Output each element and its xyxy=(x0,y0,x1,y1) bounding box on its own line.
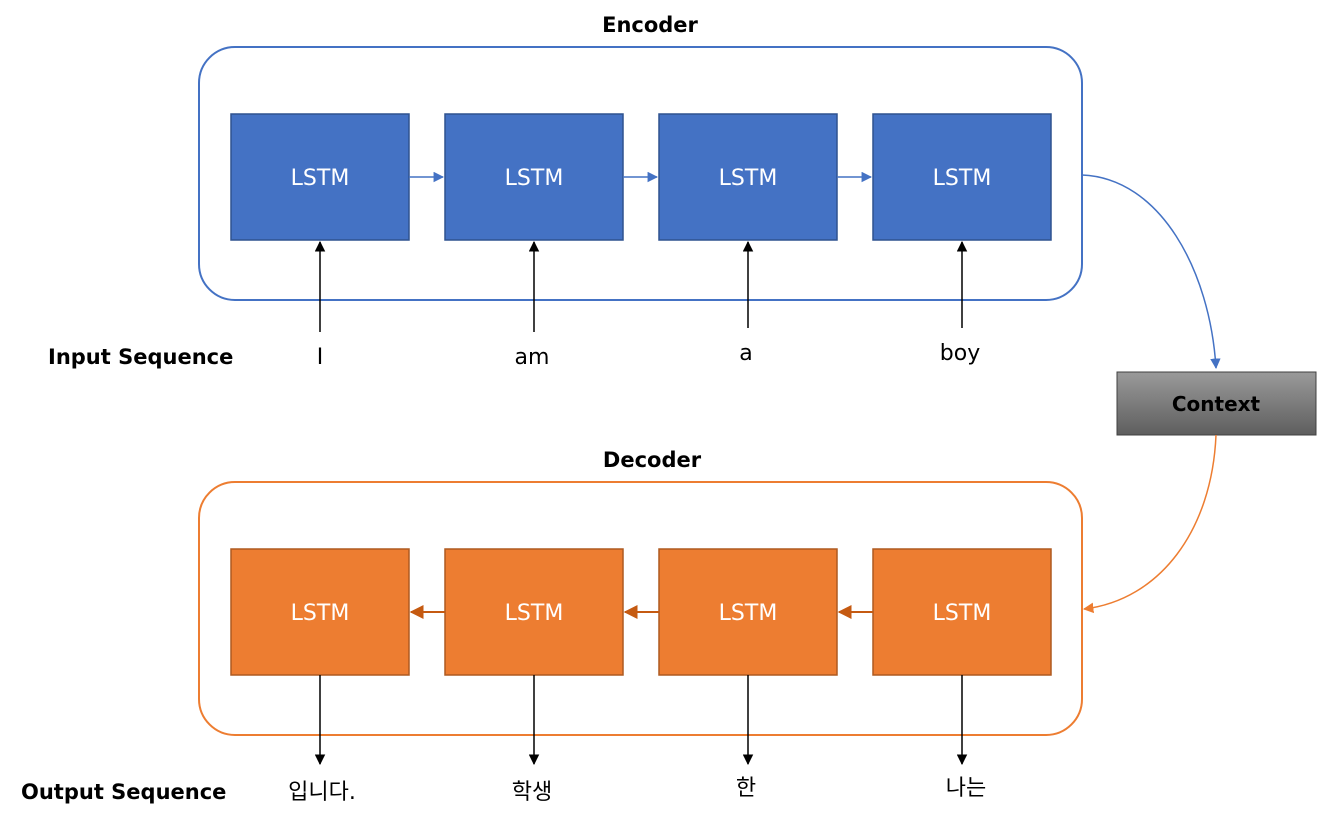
decoder-container xyxy=(198,481,1083,736)
decoder-cell-4: LSTM xyxy=(872,548,1052,676)
encoder-to-context-arrow xyxy=(1081,174,1221,370)
decoder-cell-label: LSTM xyxy=(291,601,350,626)
context-to-decoder-arrow xyxy=(1082,434,1217,614)
context-label: Context xyxy=(1172,392,1261,416)
encoder-cell-1: LSTM xyxy=(230,113,410,241)
input-token: boy xyxy=(940,341,980,366)
encoder-cell-3: LSTM xyxy=(658,113,838,241)
decoder-cell-label: LSTM xyxy=(505,601,564,626)
context-box: Context xyxy=(1116,371,1317,436)
input-token: a xyxy=(739,341,752,366)
output-token: 한 xyxy=(736,776,756,801)
encoder-cell-2: LSTM xyxy=(444,113,624,241)
decoder-cell-label: LSTM xyxy=(719,601,778,626)
encoder-cell-label: LSTM xyxy=(505,166,564,191)
encoder-cell-label: LSTM xyxy=(933,166,992,191)
output-token: 학생 xyxy=(512,780,552,805)
decoder-cell-1: LSTM xyxy=(230,548,410,676)
output-sequence-label: Output Sequence xyxy=(21,780,226,804)
encoder-cell-label: LSTM xyxy=(291,166,350,191)
decoder-title: Decoder xyxy=(603,448,702,472)
encoder-title: Encoder xyxy=(602,13,698,37)
input-sequence-label: Input Sequence xyxy=(48,345,233,369)
decoder-cell-3: LSTM xyxy=(658,548,838,676)
output-token: 나는 xyxy=(946,776,986,801)
input-token: I xyxy=(317,345,324,370)
encoder-cell-4: LSTM xyxy=(872,113,1052,241)
encoder-cell-label: LSTM xyxy=(719,166,778,191)
input-token: am xyxy=(515,345,550,370)
decoder-cell-label: LSTM xyxy=(933,601,992,626)
output-token: 입니다. xyxy=(288,780,356,805)
encoder-container xyxy=(198,46,1083,301)
decoder-cell-2: LSTM xyxy=(444,548,624,676)
